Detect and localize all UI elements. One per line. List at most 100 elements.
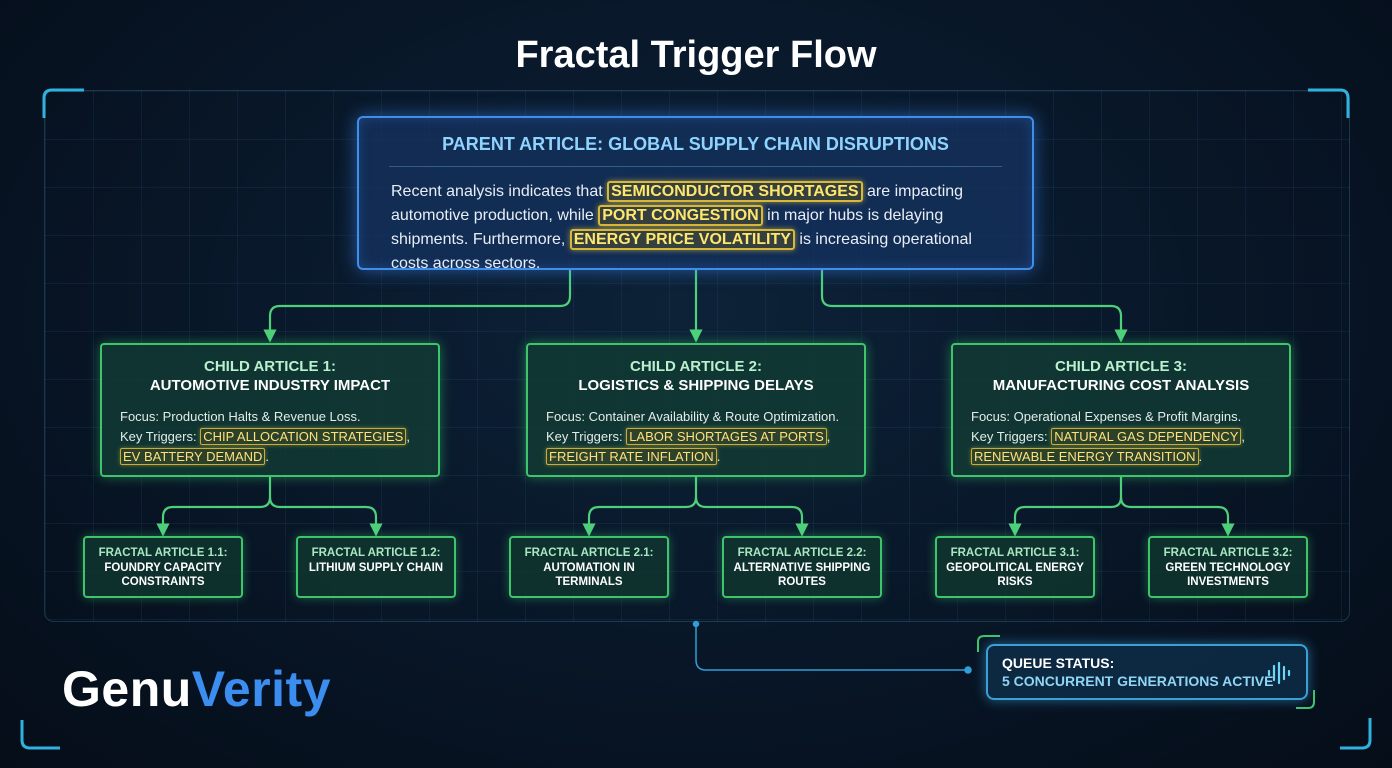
connector-child3-fractal32 (1119, 496, 1235, 537)
frame-corner-br (1340, 718, 1372, 750)
child-article-subtitle: MANUFACTURING COST ANALYSIS (992, 377, 1250, 394)
child-article-subtitle: LOGISTICS & SHIPPING DELAYS (578, 377, 814, 394)
fractal-article-label: FRACTAL ARTICLE 1.1: (98, 547, 228, 559)
fractal-article-label: FRACTAL ARTICLE 2.1: (524, 547, 654, 559)
fractal-article-label: FRACTAL ARTICLE 1.2: (311, 547, 441, 559)
connector-child1-fractal12 (268, 496, 383, 537)
connector-child2-fractal21 (582, 477, 698, 537)
child-article-label: CHILD ARTICLE 2: (630, 358, 762, 375)
trigger-separator: , (1241, 429, 1246, 444)
child-article-body: Focus: Container Availability & Route Op… (546, 407, 856, 467)
trigger-tag[interactable]: RENEWABLE ENERGY TRANSITION (971, 448, 1199, 465)
fractal-article-text: FRACTAL ARTICLE 2.1: AUTOMATION IN TERMI… (511, 546, 667, 590)
child-focus: Focus: Operational Expenses & Profit Mar… (971, 409, 1242, 424)
divider (389, 166, 1002, 167)
fractal-article-card-1-2[interactable]: FRACTAL ARTICLE 1.2: LITHIUM SUPPLY CHAI… (296, 536, 456, 598)
audio-wave-icon (1267, 661, 1291, 685)
connector-parent-child1 (263, 270, 572, 343)
fractal-article-text: FRACTAL ARTICLE 2.2: ALTERNATIVE SHIPPIN… (724, 546, 880, 590)
parent-text-segment: is increasing operational costs across s… (391, 231, 972, 272)
frame-corner-tr (1308, 88, 1350, 118)
fractal-article-label: FRACTAL ARTICLE 2.2: (737, 547, 867, 559)
connector-child1-fractal11 (156, 477, 272, 537)
child-article-card-1[interactable]: CHILD ARTICLE 1: AUTOMOTIVE INDUSTRY IMP… (100, 343, 440, 477)
trigger-end: . (265, 449, 270, 464)
child-article-label: CHILD ARTICLE 3: (1055, 358, 1187, 375)
fractal-article-card-2-1[interactable]: FRACTAL ARTICLE 2.1: AUTOMATION IN TERMI… (509, 536, 669, 598)
fractal-article-topic: RISKS (997, 576, 1033, 588)
fractal-article-topic: GEOPOLITICAL ENERGY (946, 561, 1084, 574)
trigger-tag[interactable]: EV BATTERY DEMAND (120, 448, 266, 465)
trigger-tag[interactable]: FREIGHT RATE INFLATION (546, 448, 717, 465)
parent-article-card[interactable]: PARENT ARTICLE: GLOBAL SUPPLY CHAIN DISR… (357, 116, 1034, 272)
child-article-card-2[interactable]: CHILD ARTICLE 2: LOGISTICS & SHIPPING DE… (526, 343, 866, 477)
connector-parent-child3 (820, 270, 1128, 343)
queue-corner-br (1296, 690, 1315, 709)
fractal-article-topic: INVESTMENTS (1187, 576, 1269, 588)
parent-text-segment: in major hubs is delaying shipments. Fur… (391, 207, 944, 248)
trigger-tag[interactable]: CHIP ALLOCATION STRATEGIES (200, 428, 407, 445)
queue-connector (695, 624, 968, 671)
child-triggers: Key Triggers: NATURAL GAS DEPENDENCY, (971, 427, 1281, 447)
fractal-article-topic: TERMINALS (555, 576, 623, 588)
trigger-tag[interactable]: NATURAL GAS DEPENDENCY (1051, 428, 1242, 445)
child-article-body: Focus: Operational Expenses & Profit Mar… (971, 407, 1281, 467)
trigger-separator: , (826, 429, 831, 444)
fractal-article-text: FRACTAL ARTICLE 1.2: LITHIUM SUPPLY CHAI… (298, 546, 454, 575)
child-article-title: CHILD ARTICLE 1: AUTOMOTIVE INDUSTRY IMP… (102, 357, 438, 395)
fractal-article-card-3-1[interactable]: FRACTAL ARTICLE 3.1: GEOPOLITICAL ENERGY… (935, 536, 1095, 598)
trigger-separator: , (406, 429, 410, 444)
frame-corner-tl (42, 88, 84, 118)
triggers-label: Key Triggers: (120, 429, 201, 444)
fractal-article-label: FRACTAL ARTICLE 3.1: (950, 547, 1080, 559)
fractal-article-topic: ALTERNATIVE SHIPPING (733, 561, 871, 574)
fractal-article-label: FRACTAL ARTICLE 3.2: (1163, 547, 1293, 559)
fractal-article-text: FRACTAL ARTICLE 1.1: FOUNDRY CAPACITY CO… (85, 546, 241, 590)
connector-child3-fractal31 (1008, 477, 1123, 537)
fractal-article-topic: CONSTRAINTS (121, 576, 205, 588)
queue-status-value: 5 CONCURRENT GENERATIONS ACTIVE (1002, 673, 1274, 689)
child-article-body: Focus: Production Halts & Revenue Loss. … (120, 407, 430, 467)
logo-part-genu: Genu (62, 661, 192, 717)
fractal-article-topic: ROUTES (778, 576, 826, 588)
child-triggers-cont: EV BATTERY DEMAND. (120, 447, 430, 467)
genuverity-logo: GenuVerity (62, 660, 331, 718)
child-article-label: CHILD ARTICLE 1: (204, 358, 336, 375)
trigger-highlight-energy[interactable]: ENERGY PRICE VOLATILITY (569, 229, 795, 250)
queue-status-title: QUEUE STATUS: (1002, 655, 1115, 671)
triggers-label: Key Triggers: (971, 429, 1052, 444)
fractal-article-topic: LITHIUM SUPPLY CHAIN (308, 561, 444, 574)
child-triggers: Key Triggers: LABOR SHORTAGES AT PORTS, (546, 427, 856, 447)
page-title: Fractal Trigger Flow (515, 34, 877, 76)
parent-article-title: PARENT ARTICLE: GLOBAL SUPPLY CHAIN DISR… (442, 134, 949, 154)
trigger-highlight-semiconductor[interactable]: SEMICONDUCTOR SHORTAGES (607, 181, 863, 202)
child-article-title: CHILD ARTICLE 3: MANUFACTURING COST ANAL… (953, 357, 1289, 395)
fractal-article-text: FRACTAL ARTICLE 3.1: GEOPOLITICAL ENERGY… (937, 546, 1093, 590)
fractal-article-card-3-2[interactable]: FRACTAL ARTICLE 3.2: GREEN TECHNOLOGY IN… (1148, 536, 1308, 598)
child-article-card-3[interactable]: CHILD ARTICLE 3: MANUFACTURING COST ANAL… (951, 343, 1291, 477)
fractal-article-text: FRACTAL ARTICLE 3.2: GREEN TECHNOLOGY IN… (1150, 546, 1306, 590)
child-triggers-cont: RENEWABLE ENERGY TRANSITION. (971, 447, 1281, 467)
child-triggers: Key Triggers: CHIP ALLOCATION STRATEGIES… (120, 427, 430, 447)
fractal-article-topic: FOUNDRY CAPACITY (104, 561, 222, 574)
frame-corner-bl (20, 720, 60, 750)
parent-text-segment: Recent analysis indicates that (391, 183, 608, 200)
fractal-article-card-2-2[interactable]: FRACTAL ARTICLE 2.2: ALTERNATIVE SHIPPIN… (722, 536, 882, 598)
trigger-end: . (1198, 449, 1203, 464)
child-focus: Focus: Container Availability & Route Op… (546, 409, 840, 424)
fractal-article-topic: AUTOMATION IN (543, 561, 635, 574)
queue-status-panel[interactable]: QUEUE STATUS: 5 CONCURRENT GENERATIONS A… (986, 644, 1308, 700)
trigger-highlight-port[interactable]: PORT CONGESTION (598, 205, 763, 226)
trigger-end: . (716, 449, 721, 464)
fractal-article-topic: GREEN TECHNOLOGY (1165, 561, 1291, 574)
triggers-label: Key Triggers: (546, 429, 627, 444)
child-focus: Focus: Production Halts & Revenue Loss. (120, 409, 361, 424)
queue-corner-tl (977, 635, 1000, 652)
parent-article-text: Recent analysis indicates that SEMICONDU… (391, 180, 1011, 276)
child-article-title: CHILD ARTICLE 2: LOGISTICS & SHIPPING DE… (528, 357, 864, 395)
fractal-article-card-1-1[interactable]: FRACTAL ARTICLE 1.1: FOUNDRY CAPACITY CO… (83, 536, 243, 598)
parent-text-segment: are impacting automotive production, whi… (391, 183, 964, 224)
trigger-tag[interactable]: LABOR SHORTAGES AT PORTS (626, 428, 827, 445)
child-triggers-cont: FREIGHT RATE INFLATION. (546, 447, 856, 467)
